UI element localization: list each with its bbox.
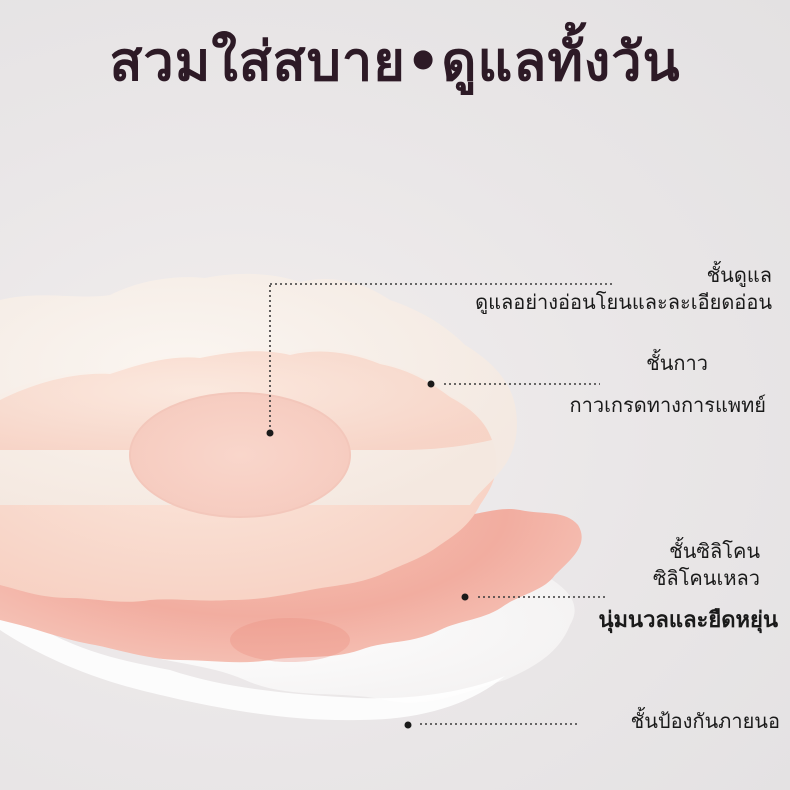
silicone-layer-label: ชั้นซิลิโคน ซิลิโคนเหลว (653, 538, 760, 592)
adhesive-layer-dot (427, 380, 435, 388)
page-title: สวมใส่สบาย•ดูแลทั้งวัน (109, 30, 681, 93)
care-layer-name: ชั้นดูแล (706, 263, 772, 287)
silicone-layer-dot (461, 593, 469, 601)
adhesive-layer-desc-label: กาวเกรดทางการแพทย์ (570, 392, 766, 419)
outer-layer-dot (404, 721, 412, 729)
adhesive-layer-desc: กาวเกรดทางการแพทย์ (569, 393, 766, 417)
center-disc-shape (129, 392, 351, 518)
care-layer-label: ชั้นดูแล ดูแลอย่างอ่อนโยนและละเอียดอ่อน (475, 262, 772, 316)
care-layer-dot (266, 429, 274, 437)
adhesive-layer-name: ชั้นกาว (646, 351, 708, 375)
adhesive-layer-label: ชั้นกาว (646, 350, 738, 377)
silicone-layer-desc2: นุ่มนวลและยืดหยุ่น (598, 608, 778, 633)
care-layer-desc: ดูแลอย่างอ่อนโยนและละเอียดอ่อน (475, 290, 772, 314)
outer-layer-name: ชั้นป้องกันภายนอ (630, 709, 780, 733)
silicone-layer-name: ชั้นซิลิโคน (669, 539, 760, 563)
silicone-layer-desc2-label: นุ่มนวลและยืดหยุ่น (598, 607, 778, 634)
silicone-layer-desc: ซิลิโคนเหลว (652, 566, 760, 590)
outer-layer-label: ชั้นป้องกันภายนอ (631, 708, 780, 735)
